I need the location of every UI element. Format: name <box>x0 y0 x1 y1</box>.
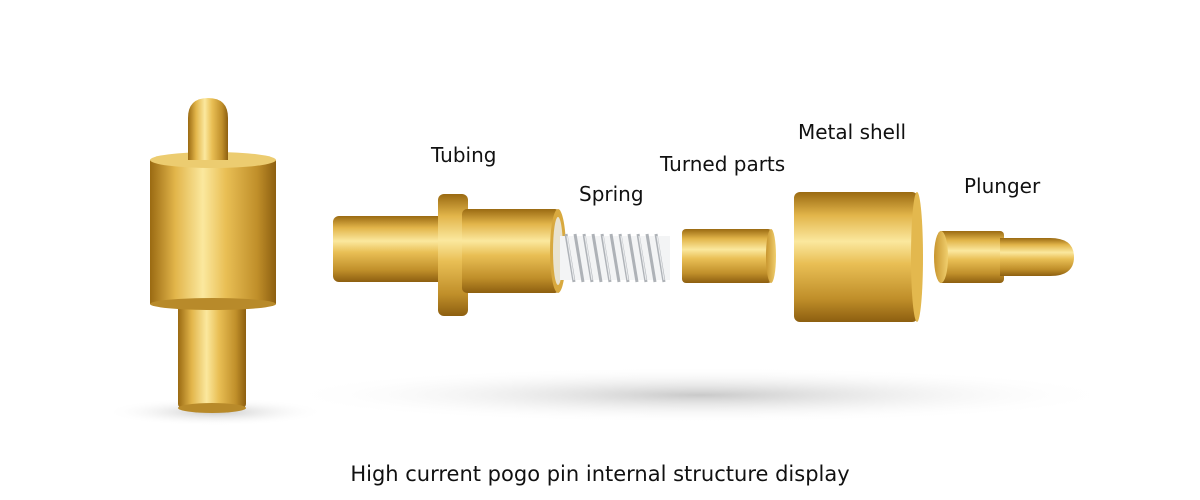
label-turned-parts: Turned parts <box>660 152 786 176</box>
diagram-caption: High current pogo pin internal structure… <box>350 462 850 486</box>
assembled-pogo-pin <box>150 98 276 413</box>
plunger-part <box>934 231 1074 283</box>
metal-shell-part <box>794 192 923 322</box>
floor-shadow <box>280 367 1120 423</box>
spring-part <box>560 233 670 283</box>
label-spring: Spring <box>579 182 644 206</box>
turned-parts-part <box>682 229 776 283</box>
tubing-part <box>333 194 566 316</box>
label-metal-shell: Metal shell <box>798 120 907 144</box>
label-plunger: Plunger <box>964 174 1041 198</box>
label-tubing: Tubing <box>431 143 497 167</box>
